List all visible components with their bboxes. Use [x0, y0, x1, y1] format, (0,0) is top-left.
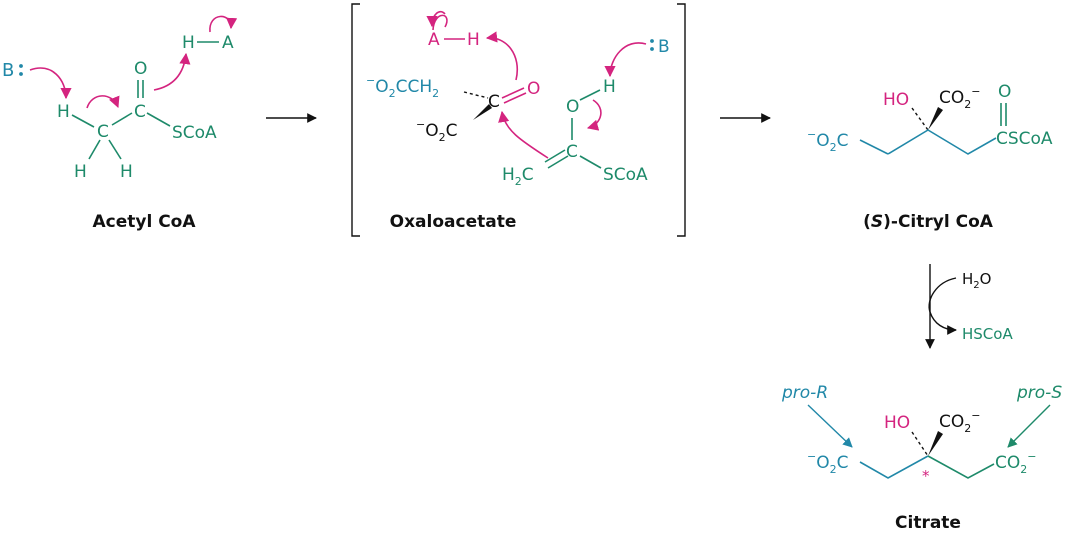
acid-a: A — [222, 33, 234, 53]
citrate-ho: HO — [884, 413, 910, 433]
citrate-left-carboxylate: −O2C — [807, 450, 848, 476]
acid-h: H — [182, 33, 195, 53]
cc-double-1 — [544, 149, 566, 163]
enol-h2c: H2C — [502, 165, 534, 188]
h-a-bond-arrow — [209, 15, 238, 33]
hscoa-label: HSCoA — [962, 325, 1013, 343]
pro-r-label: pro-R — [781, 383, 828, 403]
oh-bond — [579, 89, 601, 101]
acetyl-carbonyl-carbon: C — [134, 102, 146, 122]
pro-s-arrow — [1007, 404, 1051, 448]
acetyl-bonds — [71, 41, 219, 160]
acetyl-coa-caption: Acetyl CoA — [92, 212, 196, 232]
citryl-wedge-bond — [928, 107, 943, 130]
citryl-oxygen: O — [998, 82, 1011, 102]
acetyl-coa-structure: B H C H H C O SCoA H A Acetyl CoA — [2, 15, 238, 232]
pro-s-label: pro-S — [1016, 383, 1062, 403]
enol-oxygen: O — [566, 97, 579, 117]
enol-scoa: SCoA — [603, 165, 648, 185]
right-bracket — [677, 3, 686, 237]
oxalo-base-dot-1 — [650, 39, 654, 43]
acetyl-base-label: B — [2, 60, 14, 81]
oxalo-acid-h: H — [467, 30, 480, 50]
citryl-co2: CO2− — [939, 85, 980, 111]
dashed-bond — [463, 91, 489, 99]
acetyl-h-right: H — [120, 162, 133, 182]
citrate-pro-s-arm — [927, 455, 995, 479]
oxalo-carbon: C — [488, 92, 500, 112]
acetyl-alpha-carbon: C — [97, 122, 109, 142]
acetyl-h-left: H — [74, 162, 87, 182]
citrate-caption: Citrate — [895, 513, 961, 533]
hydrolysis-step: H2O HSCoA — [925, 264, 1013, 349]
prochiral-star: * — [922, 467, 930, 485]
ha-bond-arrow — [432, 14, 448, 31]
pro-r-arrow — [807, 404, 853, 448]
citryl-left-carboxylate: −O2C — [807, 128, 848, 154]
oxalo-base-dot-2 — [650, 47, 654, 51]
oxalo-carboxylate: −O2C — [416, 118, 457, 144]
base-lone-pair-dot-1 — [19, 64, 23, 68]
c-scoa-bond — [579, 155, 602, 169]
base-to-h-arrow — [604, 42, 647, 78]
oxalo-ch2-group: −O2CCH2 — [366, 74, 439, 100]
base-lone-pair-dot-2 — [19, 72, 23, 76]
acetyl-scoa: SCoA — [172, 123, 217, 143]
left-bracket — [351, 3, 360, 237]
citrate-pro-r-arm — [859, 455, 929, 479]
citrate-structure: pro-R pro-S HO CO2− −O2C CO2− * Citrate — [781, 383, 1062, 533]
enol-attack-arrow — [498, 110, 549, 159]
oxalo-acid-a: A — [428, 30, 440, 50]
oxaloacetate-caption: Oxaloacetate — [390, 212, 517, 232]
citryl-left-bond — [859, 139, 889, 155]
ha-to-a-arrow — [426, 10, 446, 28]
carbonyl-protonation-arrow — [153, 52, 191, 91]
oxalo-oxygen: O — [527, 79, 540, 99]
citryl-ho: HO — [883, 90, 909, 110]
oxalo-base: B — [658, 37, 670, 57]
oh-to-o-arrow — [586, 99, 602, 131]
acetyl-carbonyl-oxygen: O — [134, 59, 147, 79]
co-bond-1 — [501, 87, 525, 99]
base-deprotonation-arrow — [29, 67, 72, 100]
citrate-co2-top: CO2− — [939, 409, 980, 435]
ch-bond-arrow — [86, 95, 120, 109]
oxaloacetate-transition-structure: A H −O2CCH2 C O −O2C O H B C H2C SCoA Ox… — [366, 10, 670, 232]
citryl-thioester: CSCoA — [996, 129, 1053, 149]
water-label: H2O — [962, 270, 991, 291]
citryl-dashed-bond — [911, 107, 929, 131]
citrate-wedge-bond — [928, 431, 943, 456]
enol-carbon: C — [566, 142, 578, 162]
enol-h: H — [603, 77, 616, 97]
citryl-coa-structure: HO CO2− −O2C CSCoA O (S)-Citryl CoA — [807, 82, 1053, 232]
acetyl-alpha-h: H — [57, 102, 70, 122]
cc-double-2 — [547, 155, 569, 169]
hydrolysis-curved-arrow — [928, 277, 957, 335]
citryl-backbone — [887, 129, 997, 155]
co-to-h-arrow — [485, 31, 519, 81]
wedge-bond — [473, 104, 492, 120]
citrate-dashed-bond — [911, 431, 929, 457]
co-bond-2 — [503, 92, 527, 104]
citryl-coa-caption: (S)-Citryl CoA — [863, 212, 994, 232]
citrate-right-co2: CO2− — [995, 450, 1036, 476]
